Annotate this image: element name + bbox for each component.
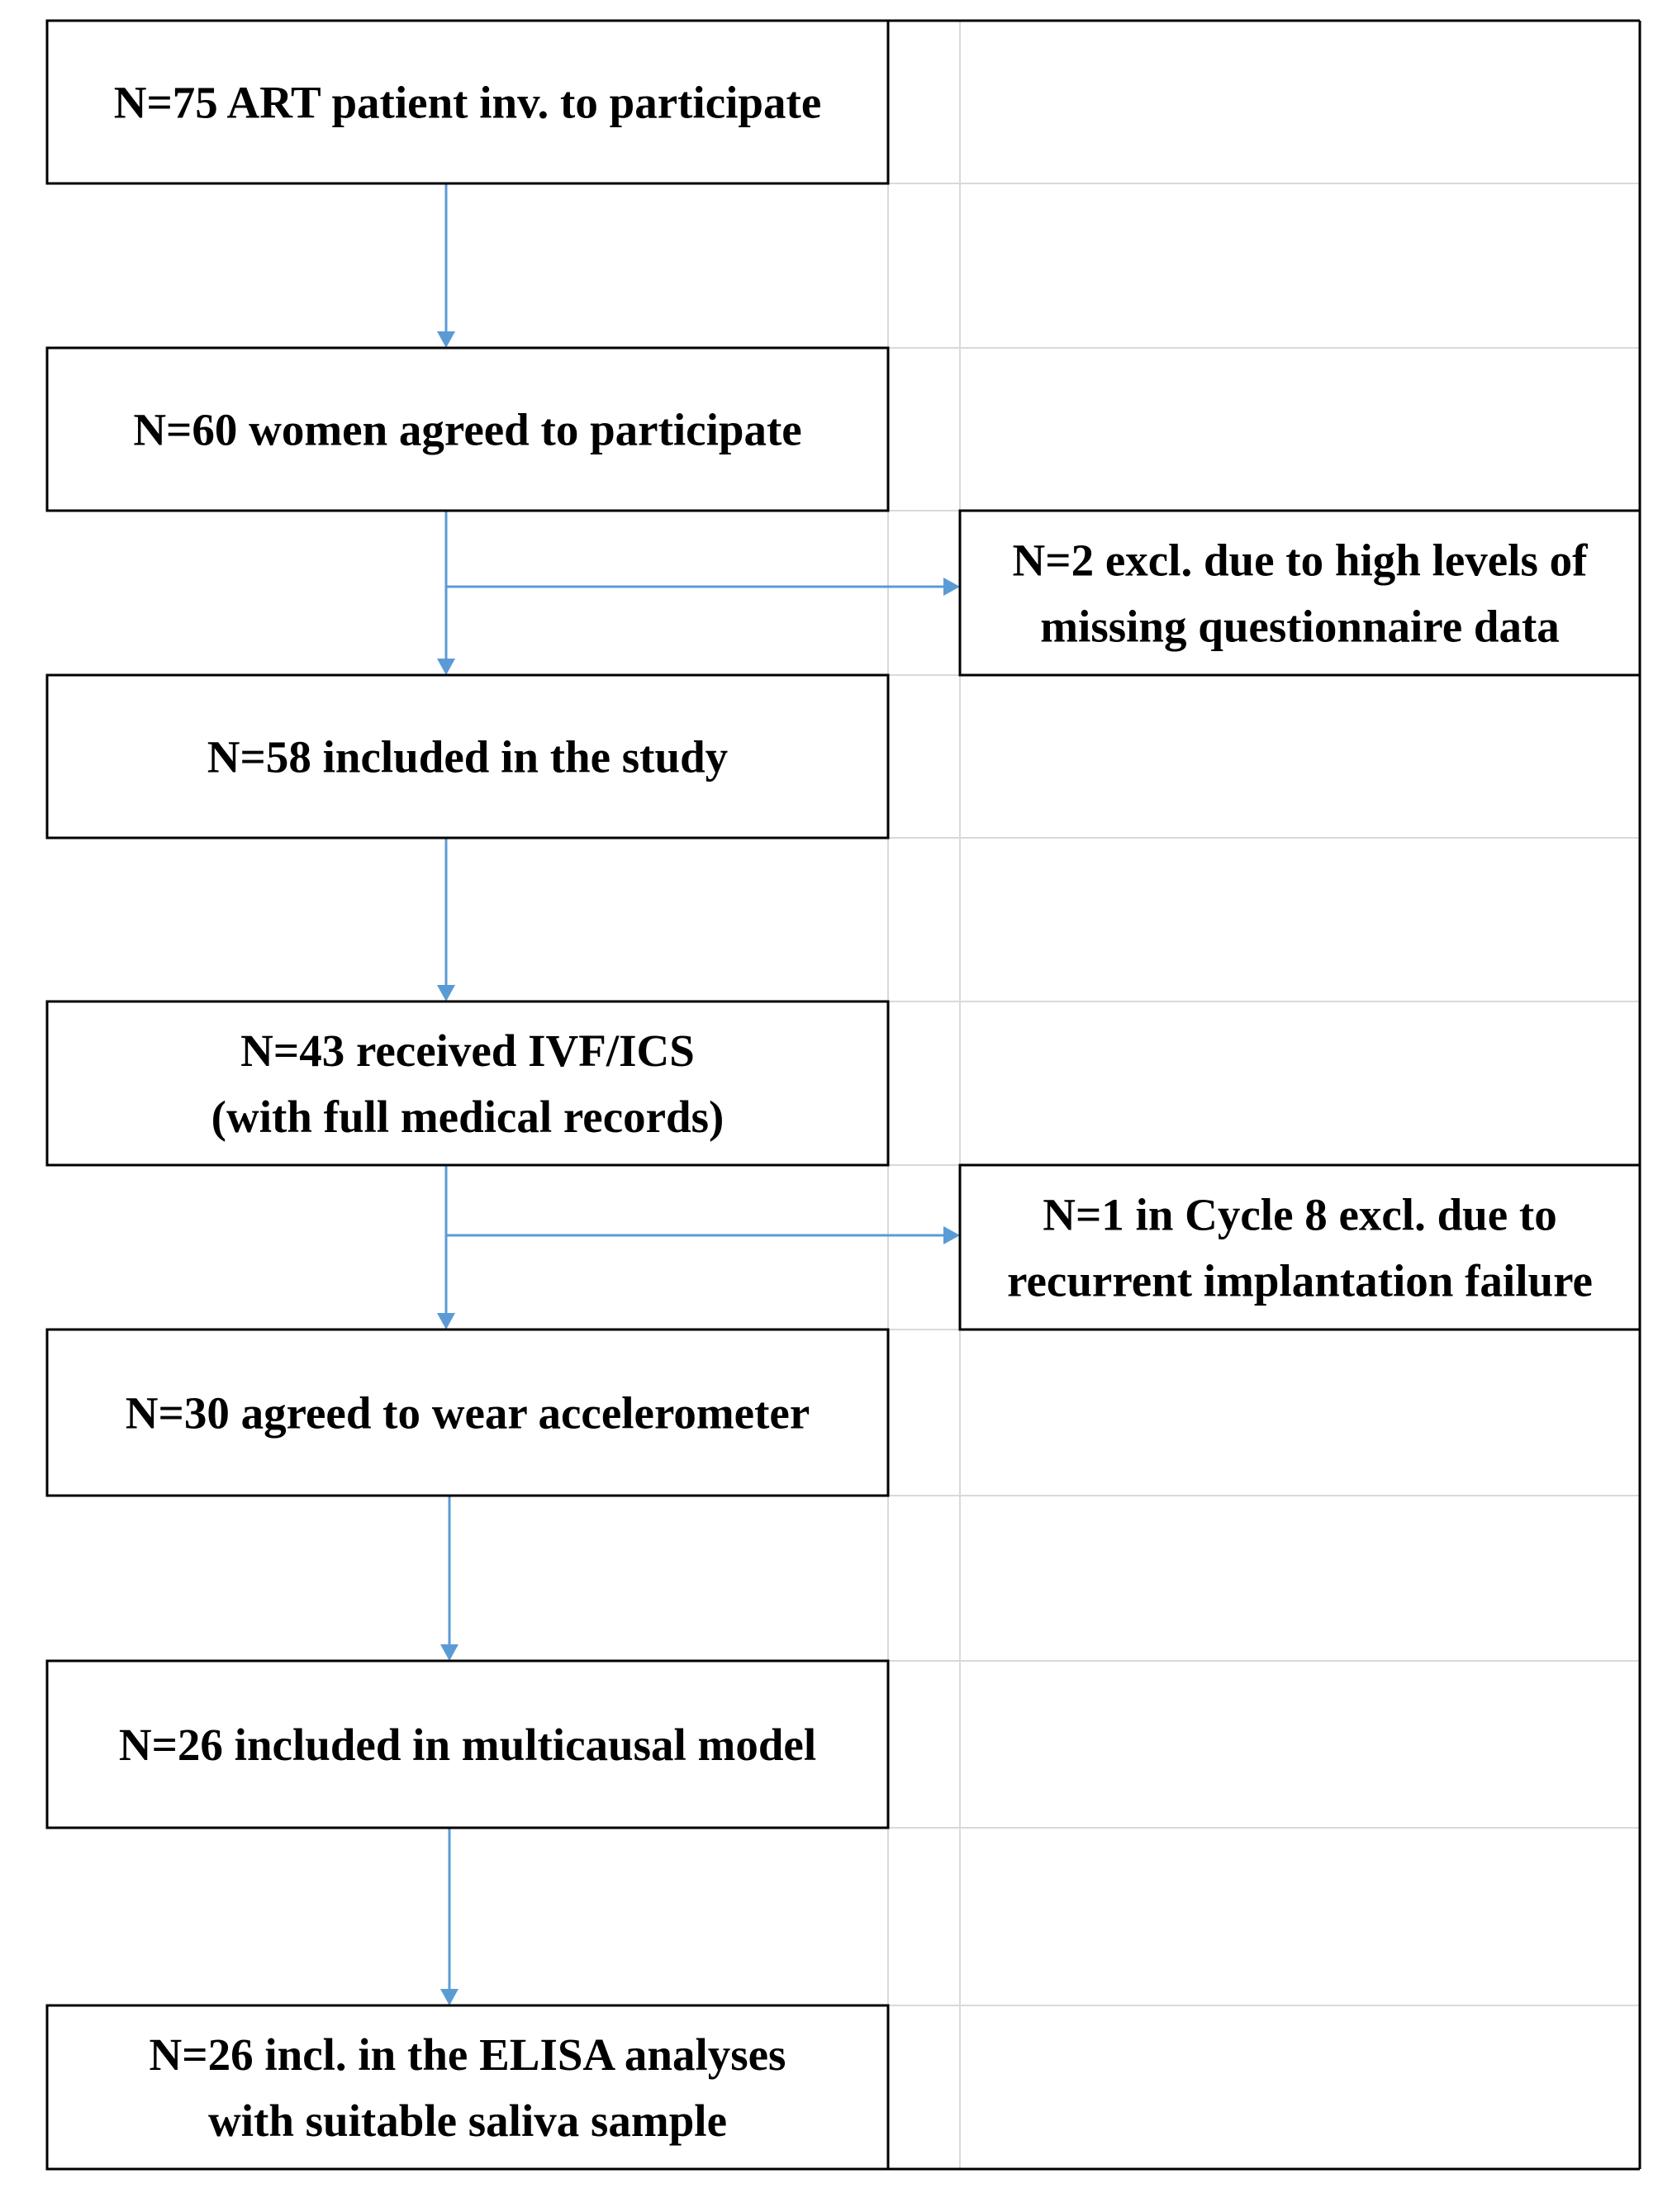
- box-invited: N=75 ART patient inv. to participate: [45, 19, 890, 185]
- box-excl-failure-border: [958, 1163, 1641, 1331]
- box-excl-failure: N=1 in Cycle 8 excl. due to recurrent imp…: [958, 1163, 1641, 1331]
- flow-arrows: [437, 183, 960, 2005]
- box-multicausal: N=26 included in multicausal model: [45, 1659, 890, 1829]
- box-agreed-border: [45, 346, 890, 512]
- flow-boxes: N=75 ART patient inv. to participateN=60…: [45, 19, 1641, 2171]
- box-accelerometer: N=30 agreed to wear accelerometer: [45, 1328, 890, 1497]
- box-ivf-label-line: N=43 received IVF/ICS: [240, 1025, 695, 1076]
- arrow-to-excl-failure: [446, 1226, 960, 1244]
- box-excl-missing-label-line: missing questionnaire data: [1040, 602, 1560, 652]
- box-excl-missing-label-line: N=2 excl. due to high levels of: [1013, 535, 1589, 586]
- box-ivf-label-line: (with full medical records): [211, 1092, 724, 1142]
- arrow-accelerometer-to-multicausal: [440, 1496, 458, 1661]
- box-invited-border: [45, 19, 890, 185]
- arrow-ivf-to-accelerometer: [437, 1165, 455, 1330]
- arrow-to-excl-missing-head: [943, 578, 960, 596]
- arrow-to-excl-failure-head: [943, 1226, 960, 1244]
- box-included: N=58 included in the study: [45, 673, 890, 840]
- box-accelerometer-label-line: N=30 agreed to wear accelerometer: [126, 1388, 810, 1439]
- box-invited-label-line: N=75 ART patient inv. to participate: [114, 78, 821, 128]
- box-excl-missing-border: [958, 509, 1641, 677]
- box-ivf: N=43 received IVF/ICS (with full medical …: [45, 1000, 890, 1167]
- box-excl-failure-label-line: N=1 in Cycle 8 excl. due to: [1043, 1190, 1557, 1240]
- box-multicausal-border: [45, 1659, 890, 1829]
- arrow-multicausal-to-elisa-head: [440, 1989, 458, 2005]
- arrow-invited-to-agreed: [437, 183, 455, 348]
- arrow-included-to-ivf-head: [437, 985, 455, 1001]
- box-elisa-label-line: N=26 incl. in the ELISA analyses: [150, 2029, 786, 2080]
- box-elisa: N=26 incl. in the ELISA analyses with sui…: [45, 2004, 890, 2171]
- box-included-border: [45, 673, 890, 840]
- arrow-agreed-to-included-head: [437, 659, 455, 675]
- arrow-invited-to-agreed-head: [437, 331, 455, 348]
- box-ivf-border: [45, 1000, 890, 1167]
- box-agreed-label-line: N=60 women agreed to participate: [133, 405, 801, 455]
- box-agreed: N=60 women agreed to participate: [45, 346, 890, 512]
- arrow-multicausal-to-elisa: [440, 1828, 458, 2005]
- arrow-accelerometer-to-multicausal-head: [440, 1644, 458, 1661]
- box-excl-failure-label-line: recurrent implantation failure: [1007, 1256, 1593, 1306]
- arrow-ivf-to-accelerometer-head: [437, 1313, 455, 1330]
- box-excl-missing: N=2 excl. due to high levels of missing q…: [958, 509, 1641, 677]
- box-accelerometer-border: [45, 1328, 890, 1497]
- arrow-to-excl-missing: [446, 578, 960, 596]
- box-elisa-border: [45, 2004, 890, 2171]
- arrow-included-to-ivf: [437, 838, 455, 1001]
- box-elisa-label-line: with suitable saliva sample: [208, 2095, 727, 2146]
- box-included-label-line: N=58 included in the study: [207, 732, 728, 783]
- arrow-agreed-to-included: [437, 511, 455, 675]
- box-multicausal-label-line: N=26 included in multicausal model: [119, 1720, 816, 1770]
